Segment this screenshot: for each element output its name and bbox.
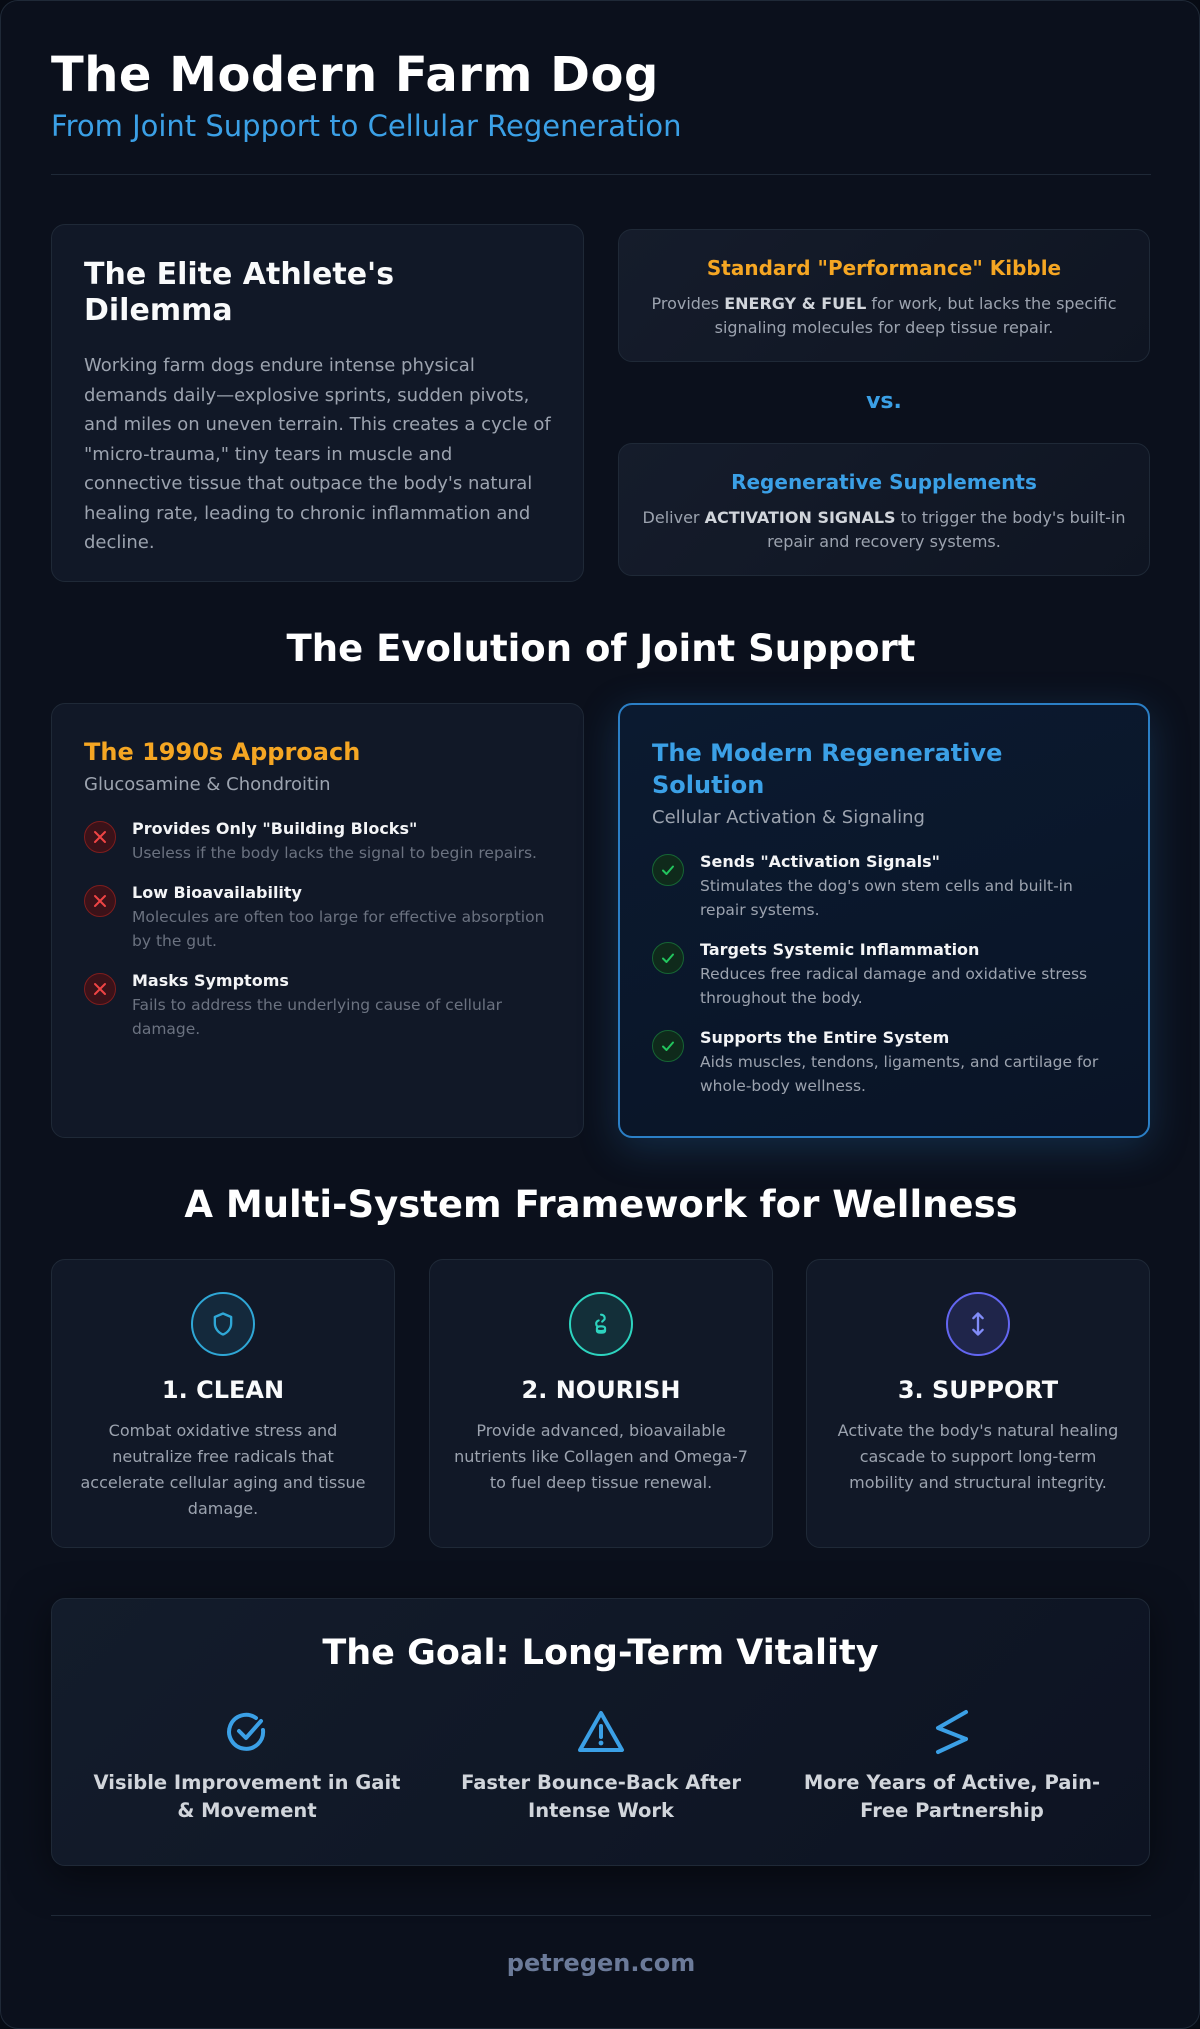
evolution-heading: The Evolution of Joint Support [286, 627, 916, 670]
old-approach-card: The 1990s Approach Glucosamine & Chondro… [51, 703, 584, 1138]
item-text: Useless if the body lacks the signal to … [132, 844, 537, 862]
item-text: Aids muscles, tendons, ligaments, and ca… [700, 1053, 1099, 1095]
item-title: Supports the Entire System [700, 1028, 950, 1047]
item-text: Molecules are often too large for effect… [132, 908, 545, 950]
item-text: Stimulates the dog's own stem cells and … [700, 877, 1073, 919]
item-text: Fails to address the underlying cause of… [132, 996, 502, 1038]
nourish-title: 2. NOURISH [521, 1376, 681, 1404]
kibble-text: Provides ENERGY & FUEL for work, but lac… [651, 294, 1117, 337]
goal-item: More Years of Active, Pain-Free Partners… [787, 1707, 1117, 1825]
support-card: 3. SUPPORT Activate the body's natural h… [806, 1259, 1150, 1548]
cross-icon [84, 973, 116, 1005]
goal-title: The Goal: Long-Term Vitality [322, 1633, 879, 1673]
footer-site: petregen.com [506, 1949, 696, 1977]
supplements-text: Deliver ACTIVATION SIGNALS to trigger th… [642, 508, 1126, 551]
clean-card: 1. CLEAN Combat oxidative stress and neu… [51, 1259, 395, 1548]
clean-text: Combat oxidative stress and neutralize f… [80, 1421, 366, 1518]
list-item: Sends "Activation Signals" Stimulates the… [652, 850, 1116, 922]
old-approach-title: The 1990s Approach [84, 738, 361, 766]
item-title: Provides Only "Building Blocks" [132, 819, 418, 838]
page-title: The Modern Farm Dog [51, 47, 659, 103]
goal-item-text: Faster Bounce-Back After Intense Work [461, 1771, 741, 1822]
support-text: Activate the body's natural healing casc… [837, 1421, 1119, 1492]
dilemma-text: Working farm dogs endure intense physica… [84, 355, 551, 553]
check-icon [652, 1030, 684, 1062]
nourish-card: 2. NOURISH Provide advanced, bioavailabl… [429, 1259, 773, 1548]
nourish-text: Provide advanced, bioavailable nutrients… [454, 1421, 748, 1492]
item-title: Masks Symptoms [132, 971, 289, 990]
footer-divider [51, 1915, 1151, 1916]
warning-icon [436, 1707, 766, 1757]
page-subtitle: From Joint Support to Cellular Regenerat… [51, 109, 682, 143]
list-item: Provides Only "Building Blocks" Useless i… [84, 817, 551, 865]
check-icon [652, 942, 684, 974]
nutrition-icon [569, 1292, 633, 1356]
arrows-vertical-icon [946, 1292, 1010, 1356]
modern-solution-title: The Modern Regenerative Solution [652, 739, 1003, 799]
item-text: Reduces free radical damage and oxidativ… [700, 965, 1088, 1007]
shield-icon [191, 1292, 255, 1356]
goal-card: The Goal: Long-Term Vitality Visible Imp… [51, 1598, 1150, 1866]
vs-label: vs. [866, 389, 902, 414]
goal-item: Visible Improvement in Gait & Movement [82, 1707, 412, 1825]
modern-solution-card: The Modern Regenerative Solution Cellula… [618, 703, 1150, 1138]
supplements-title: Regenerative Supplements [731, 470, 1037, 494]
item-title: Targets Systemic Inflammation [700, 940, 980, 959]
header-divider [51, 174, 1151, 175]
goal-item-text: Visible Improvement in Gait & Movement [93, 1771, 401, 1822]
item-title: Sends "Activation Signals" [700, 852, 940, 871]
goal-item: Faster Bounce-Back After Intense Work [436, 1707, 766, 1825]
support-title: 3. SUPPORT [897, 1376, 1059, 1404]
modern-solution-list: Sends "Activation Signals" Stimulates the… [652, 850, 1116, 1098]
old-approach-list: Provides Only "Building Blocks" Useless i… [84, 817, 551, 1041]
cross-icon [84, 885, 116, 917]
dilemma-title: The Elite Athlete's Dilemma [84, 257, 395, 328]
page-header: The Modern Farm Dog From Joint Support t… [51, 47, 1151, 143]
cross-icon [84, 821, 116, 853]
check-circle-icon [82, 1707, 412, 1757]
kibble-card: Standard "Performance" Kibble Provides E… [618, 229, 1150, 362]
dilemma-card: The Elite Athlete's Dilemma Working farm… [51, 224, 584, 582]
goal-item-text: More Years of Active, Pain-Free Partners… [803, 1771, 1101, 1822]
clean-title: 1. CLEAN [161, 1376, 285, 1404]
check-icon [652, 854, 684, 886]
kibble-title: Standard "Performance" Kibble [706, 256, 1062, 280]
framework-heading: A Multi-System Framework for Wellness [184, 1183, 1018, 1226]
modern-solution-subtitle: Cellular Activation & Signaling [652, 807, 925, 828]
item-title: Low Bioavailability [132, 883, 302, 902]
supplements-card: Regenerative Supplements Deliver ACTIVAT… [618, 443, 1150, 576]
less-than-icon [787, 1707, 1117, 1757]
old-approach-subtitle: Glucosamine & Chondroitin [84, 774, 331, 795]
